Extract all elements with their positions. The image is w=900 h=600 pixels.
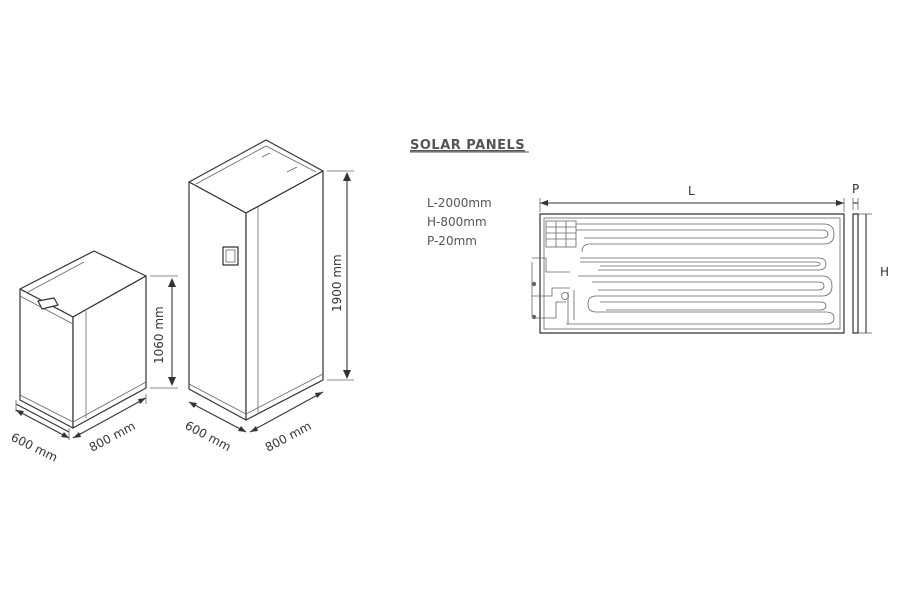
solar-spec-depth: P-20mm — [427, 234, 477, 248]
small-unit-drawing — [19, 250, 147, 429]
small-unit-width-label: 600 mm — [9, 430, 60, 465]
small-unit-dimensions — [15, 275, 178, 440]
solar-height-letter: H — [880, 265, 889, 279]
tall-unit-front — [188, 181, 247, 421]
solar-panel-coil-upper — [576, 223, 835, 271]
solar-panel-inlet — [531, 281, 537, 287]
solar-panel-frame — [539, 213, 845, 334]
solar-depth-dimension — [852, 198, 859, 210]
solar-spec-length: L-2000mm — [427, 196, 492, 210]
small-unit-depth-label: 800 mm — [87, 419, 138, 455]
small-unit-display — [37, 297, 59, 310]
small-unit-height-label: 1060 mm — [152, 306, 166, 364]
solar-spec-height: H-800mm — [427, 215, 487, 229]
solar-panel-drawing — [531, 213, 859, 334]
solar-height-dimension — [858, 213, 872, 334]
solar-panel-junction — [561, 292, 569, 300]
tall-unit-side — [245, 170, 324, 421]
solar-length-letter: L — [688, 184, 695, 198]
small-unit-side — [72, 275, 147, 429]
solar-length-dimension — [539, 198, 845, 212]
tall-unit-height-label: 1900 mm — [330, 254, 344, 312]
solar-panel-coil-lower — [566, 275, 835, 325]
solar-panels-title: SOLAR PANELS — [410, 138, 525, 153]
solar-panel-manifold — [545, 220, 577, 248]
tall-unit-dimensions — [188, 170, 354, 433]
solar-panel-profile — [852, 213, 859, 334]
solar-depth-letter: P — [852, 182, 859, 196]
tall-unit-display — [222, 246, 239, 266]
tall-unit-drawing — [188, 139, 324, 421]
tall-unit-depth-label: 800 mm — [263, 419, 314, 455]
tall-unit-width-label: 600 mm — [183, 418, 234, 454]
solar-panel-outlet — [531, 314, 537, 320]
solar-panel-pipes — [531, 257, 570, 319]
